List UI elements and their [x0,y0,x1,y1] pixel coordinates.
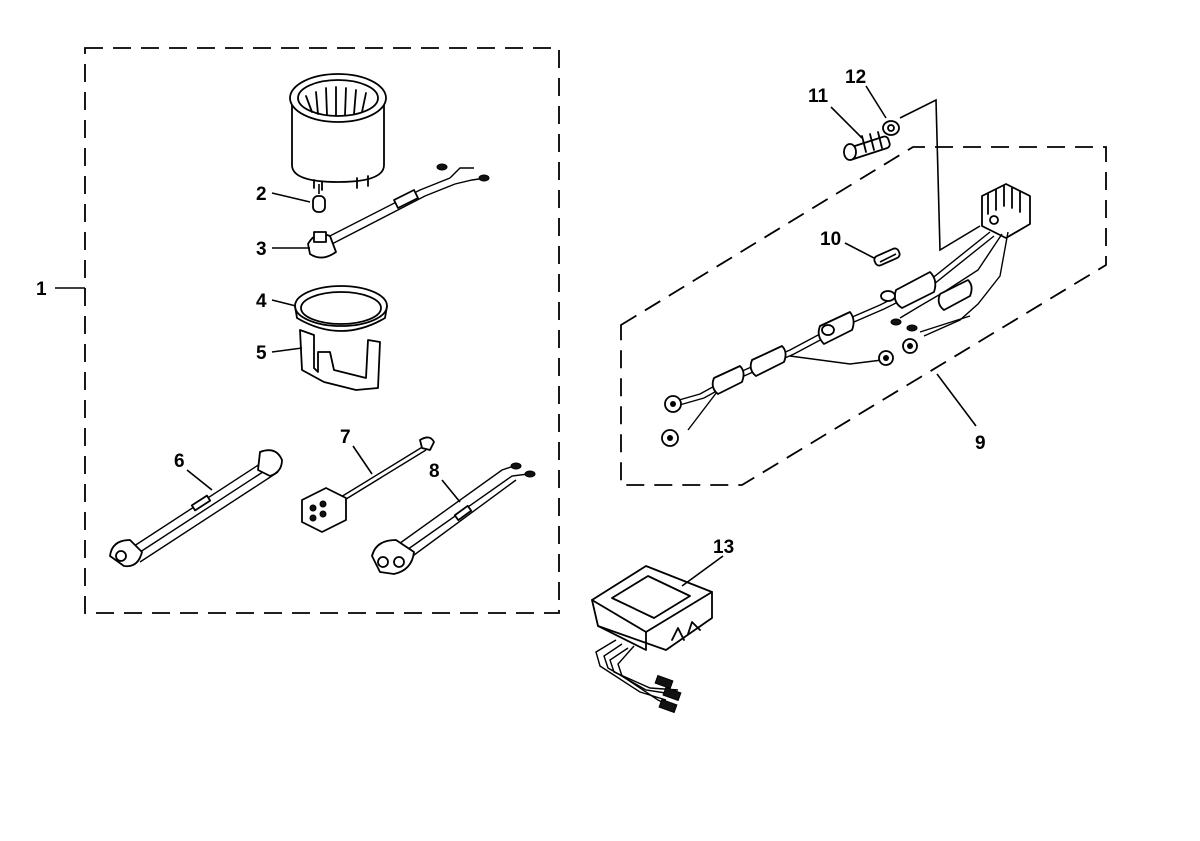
bulb [312,184,326,213]
callout-11: 11 [808,86,829,107]
callout-2: 2 [256,184,267,205]
connector-block [981,183,1031,239]
retaining-ring [294,285,388,332]
lamp-socket-wire [307,163,490,259]
callout-3: 3 [256,239,267,260]
harness-8 [371,462,536,575]
callout-5: 5 [256,343,267,364]
harness-6 [109,449,283,568]
callout-8: 8 [429,461,440,482]
gauge-housing [289,73,387,191]
callout-7: 7 [340,427,351,448]
callout-12: 12 [845,67,866,88]
screw [843,131,891,161]
callout-labels: 1 2 3 4 5 6 7 8 9 10 11 12 13 [36,67,986,558]
harness-9 [661,231,1009,447]
callout-10: 10 [820,229,841,250]
callout-13: 13 [713,537,734,558]
callout-6: 6 [174,451,185,472]
callout-1: 1 [36,279,47,300]
kit-1-boundary [55,47,560,614]
fuse [873,247,901,267]
regulator [591,565,713,714]
sender-7 [301,436,435,533]
callout-9: 9 [975,433,986,454]
washer [882,120,900,136]
kit-9-boundary [620,146,1107,486]
leader-lines [186,85,977,587]
mounting-bracket [299,329,381,391]
callout-4: 4 [256,291,267,312]
